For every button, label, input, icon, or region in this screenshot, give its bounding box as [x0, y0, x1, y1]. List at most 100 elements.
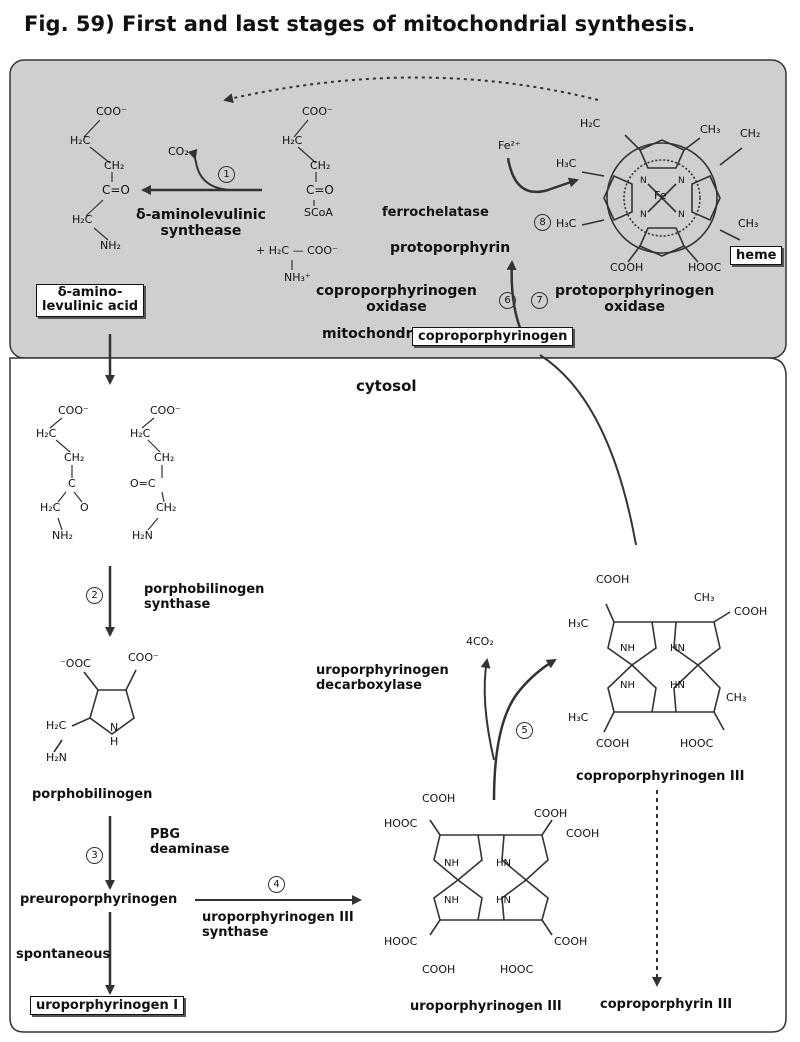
step-3-marker: 3 — [86, 847, 103, 864]
glycine-nh3-label: NH₃⁺ — [284, 271, 311, 284]
cy-ala2-coo: COO⁻ — [150, 404, 181, 417]
succ-h2c-label: H₂C — [282, 134, 303, 147]
copro-cooh-right: COOH — [734, 605, 768, 618]
heme-box: heme — [730, 246, 783, 265]
mitochondrion-label: mitochondrion — [322, 326, 437, 342]
cy-ala2-ch2b: CH₂ — [156, 501, 177, 514]
co2-loss-arrow — [480, 658, 495, 761]
uro-cooh-1: COOH — [422, 792, 456, 805]
pbg-coo-label: COO⁻ — [128, 651, 159, 664]
uro-cooh-2: COOH — [534, 807, 568, 820]
cy-ala1-ch2: CH₂ — [64, 451, 85, 464]
ala-pair-skeleton — [49, 417, 165, 531]
cy-ala1-c: C — [68, 477, 76, 490]
copro-ch3-right: CH₃ — [726, 691, 747, 704]
four-co2-label: 4CO₂ — [466, 635, 494, 648]
uro-nh-1: NH — [444, 858, 459, 869]
ala-nh2-label: NH₂ — [100, 239, 121, 252]
protoporphyrin-label: protoporphyrin — [390, 240, 511, 256]
heme-n3-label: N — [640, 210, 647, 220]
uro-cooh-3: COOH — [566, 827, 600, 840]
heme-ch3-top-label: CH₃ — [700, 123, 721, 136]
pbg-h2n-label: H₂N — [46, 751, 67, 764]
copro-cooh-top: COOH — [596, 573, 630, 586]
succ-scoa-label: SCoA — [304, 206, 333, 219]
coproporphyrinogen-box: coproporphyrinogen — [412, 327, 574, 346]
cy-ala2-h2n: H₂N — [132, 529, 153, 542]
uroporphyrinogen-i-box: uroporphyrinogen I — [30, 996, 185, 1015]
pbg-ooc-label: ⁻OOC — [60, 657, 91, 670]
succ-ch2-label: CH₂ — [310, 159, 331, 172]
coproporphyrinogen-iii-label: coproporphyrinogen III — [576, 769, 745, 784]
feedback-arrow — [223, 76, 599, 104]
heme-h2c-label: H₂C — [580, 117, 601, 130]
uro-hooc-1: HOOC — [384, 817, 418, 830]
uro-decarboxylase-label: uroporphyrinogen decarboxylase — [316, 663, 449, 693]
pbg-n-label: N — [110, 721, 119, 734]
ala-box: δ-amino- levulinic acid — [36, 284, 145, 317]
step-5-marker: 5 — [516, 722, 533, 739]
cy-ala1-h2c2: H₂C — [40, 501, 61, 514]
ala-co-label: C=O — [102, 183, 130, 197]
cy-ala1-coo: COO⁻ — [58, 404, 89, 417]
ala-h2c2-label: H₂C — [72, 213, 93, 226]
ala-h2c-label: H₂C — [70, 134, 91, 147]
step8-arrow — [506, 157, 579, 194]
heme-fe-label: Fe — [654, 189, 667, 202]
uro-iii-synthase-label: uroporphyrinogen III synthase — [202, 910, 354, 940]
ala-synthase-label: δ-aminolevulinic synthease — [136, 207, 266, 240]
heme-h3c-left-label: H₃C — [556, 157, 577, 170]
step-2-marker: 2 — [86, 587, 103, 604]
heme-ch3-right-label: CH₃ — [738, 217, 759, 230]
proto-oxidase-label: protoporphyrinogen oxidase — [555, 283, 715, 316]
pbg-synthase-label: porphobilinogen synthase — [144, 582, 265, 612]
uro-nh-2: NH — [444, 895, 459, 906]
heme-hooc-label: HOOC — [688, 261, 722, 274]
cy-ala2-ch2: CH₂ — [154, 451, 175, 464]
copro-ch3-top: CH₃ — [694, 591, 715, 604]
preuroporphyrinogen-label: preuroporphyrinogen — [20, 892, 178, 907]
cy-ala1-nh2: NH₂ — [52, 529, 73, 542]
copro-hn-2: HN — [670, 680, 685, 691]
copro-h3c-lower: H₃C — [568, 711, 589, 724]
step-6-marker: 6 — [499, 292, 516, 309]
coproporphyrin-iii-label: coproporphyrin III — [600, 997, 733, 1012]
copro-nh-2: NH — [620, 680, 635, 691]
pbg-h2c-label: H₂C — [46, 719, 67, 732]
spontaneous-label: spontaneous — [16, 947, 111, 962]
succ-co-label: C=O — [306, 183, 334, 197]
uro-hn-2: HN — [496, 895, 511, 906]
heme-ch2-label: CH₂ — [740, 127, 761, 140]
copro-h3c-left: H₃C — [568, 617, 589, 630]
succ-coo-label: COO⁻ — [302, 105, 333, 118]
uro-hooc-2: HOOC — [384, 935, 418, 948]
coproporphyrinogen-iii-structure — [603, 603, 731, 733]
step5-arrow — [492, 658, 557, 801]
pbg-h-label: H — [110, 735, 119, 748]
copro-cooh-bottom: COOH — [596, 737, 630, 750]
copro-oxidase-label: coproporphyrinogen oxidase — [316, 283, 477, 316]
step-4-marker: 4 — [268, 876, 285, 893]
step-7-marker: 7 — [531, 292, 548, 309]
cytosol-label: cytosol — [356, 377, 417, 395]
uro-cooh-4: COOH — [554, 935, 588, 948]
cy-ala2-h2c: H₂C — [130, 427, 151, 440]
cy-ala1-o: O — [80, 501, 89, 514]
step-1-marker: 1 — [218, 166, 235, 183]
uro-cooh-5: COOH — [422, 963, 456, 976]
copro-hn-1: HN — [670, 643, 685, 654]
co2-release-arrow — [187, 148, 231, 191]
copro-hooc-bottom: HOOC — [680, 737, 714, 750]
uro-hooc-3: HOOC — [500, 963, 534, 976]
uroporphyrinogen-iii-structure — [429, 819, 553, 936]
uroporphyrinogen-iii-label: uroporphyrinogen III — [410, 999, 562, 1014]
fe2-label: Fe²⁺ — [498, 139, 521, 152]
step-8-marker: 8 — [534, 214, 551, 231]
heme-structure — [581, 134, 743, 263]
cy-ala2-oc: O=C — [130, 477, 156, 490]
ala-skeleton — [83, 119, 113, 241]
succinyl-coa-skeleton — [291, 119, 317, 270]
copro-nh-1: NH — [620, 643, 635, 654]
copro-import-arrow — [539, 354, 637, 546]
